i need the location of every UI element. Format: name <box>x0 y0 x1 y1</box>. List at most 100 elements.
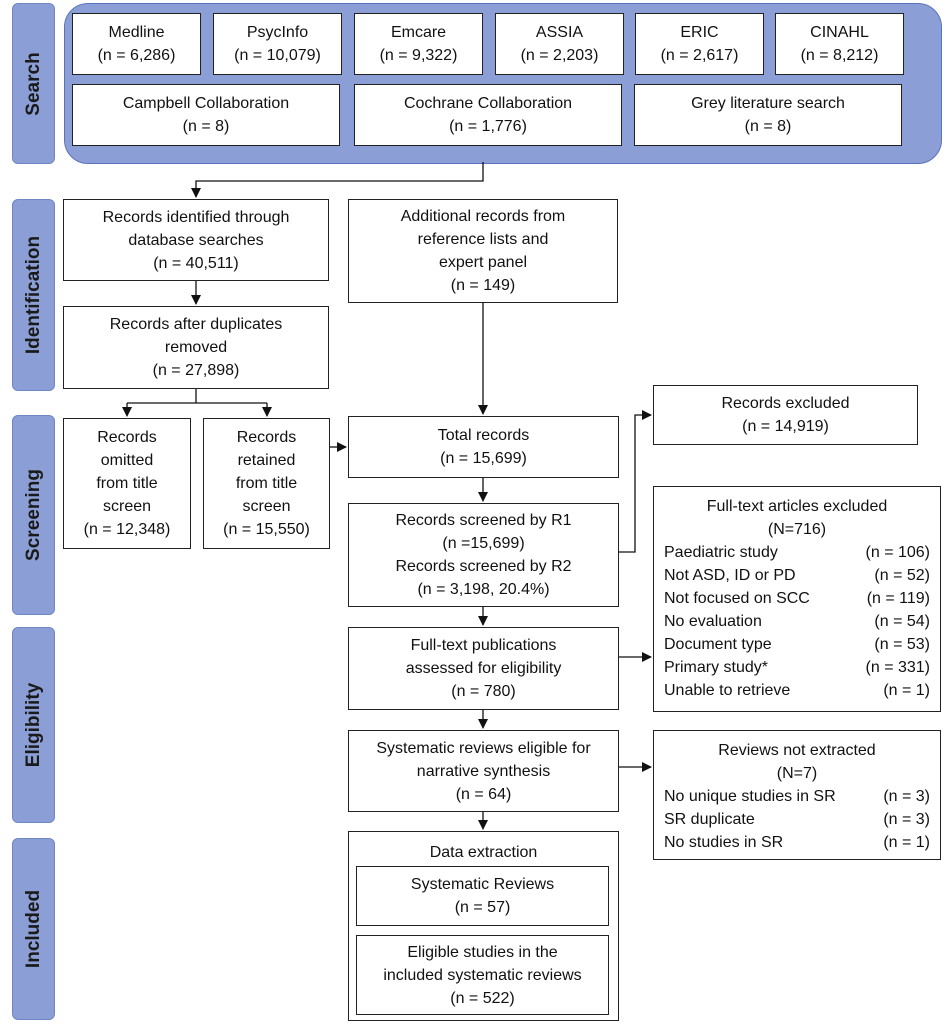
box-line: Records <box>97 429 157 446</box>
box-line: (n = 64) <box>455 785 512 803</box>
eligible-studies-box: Eligible studies in the included systema… <box>356 935 609 1015</box>
database-count: (n = 9,322) <box>379 47 458 64</box>
stage-label: Identification <box>22 235 44 355</box>
box-line: (n = 15,699) <box>440 450 527 467</box>
box-line: (n = 3,198, 20.4%) <box>417 581 550 598</box>
stage-tab-screening: Screening <box>12 415 55 615</box>
box-line: reference lists and <box>417 231 549 248</box>
box-line: Records excluded <box>721 395 850 412</box>
source-count: (n = 1,776) <box>449 118 527 135</box>
reason-count: (n = 53) <box>874 636 930 653</box>
database-box-medline: Medline (n = 6,286) <box>72 13 201 75</box>
source-box-cochrane: Cochrane Collaboration (n = 1,776) <box>354 84 622 146</box>
source-count: (n = 8) <box>744 118 792 135</box>
reason-label: Not focused on SCC <box>664 590 810 607</box>
database-name: PsycInfo <box>246 24 309 41</box>
database-box-psycinfo: PsycInfo (n = 10,079) <box>213 13 342 75</box>
source-name: Grey literature search <box>691 95 845 112</box>
box-line: from title <box>96 475 158 492</box>
box-line: from title <box>235 475 298 492</box>
stage-tab-included: Included <box>12 838 55 1020</box>
box-line: narrative synthesis <box>416 762 551 780</box>
reason-label: Paediatric study <box>664 544 778 561</box>
box-line: Eligible studies in the <box>407 943 558 961</box>
box-line: Records screened by R2 <box>395 558 572 575</box>
box-line: (n = 149) <box>450 277 516 294</box>
source-count: (n = 8) <box>182 118 230 135</box>
database-box-assia: ASSIA (n = 2,203) <box>495 13 624 75</box>
box-line: Full-text publications <box>410 637 557 654</box>
box-line: retained <box>237 452 296 469</box>
box-title: Full-text articles excluded <box>706 498 888 515</box>
reason-label: No studies in SR <box>664 834 784 851</box>
box-line: assessed for eligibility <box>405 660 562 677</box>
reason-count: (n = 3) <box>883 788 930 805</box>
records-screened-box: Records screened by R1 (n =15,699) Recor… <box>348 503 619 607</box>
box-line: (n = 12,348) <box>83 521 171 538</box>
exclusion-reason-row: No studies in SR (n = 1) <box>664 831 930 854</box>
deduplicated-to-split-arrow <box>127 389 267 404</box>
reason-label: No evaluation <box>664 613 762 630</box>
box-line: Additional records from <box>400 208 566 225</box>
stage-tab-identification: Identification <box>12 199 55 391</box>
exclusion-reason-row: SR duplicate (n = 3) <box>664 808 930 831</box>
prisma-flow-diagram: Search Identification Screening Eligibil… <box>8 0 942 1024</box>
stage-tab-eligibility: Eligibility <box>12 627 55 823</box>
total-records-box: Total records (n = 15,699) <box>348 416 619 478</box>
database-name: Emcare <box>390 24 447 41</box>
stage-label: Included <box>22 889 44 969</box>
source-box-campbell: Campbell Collaboration (n = 8) <box>72 84 340 146</box>
box-line: screen <box>242 498 291 515</box>
box-line: (n =15,699) <box>442 535 525 552</box>
records-retained-box: Records retained from title screen (n = … <box>203 418 330 549</box>
search-to-identified-arrow <box>191 162 484 198</box>
box-line: (n = 57) <box>454 899 511 916</box>
box-line: Systematic Reviews <box>410 876 555 893</box>
database-name: ASSIA <box>535 24 584 41</box>
reason-count: (n = 3) <box>883 811 930 828</box>
box-line: included systematic reviews <box>383 966 582 984</box>
eligible-reviews-box: Systematic reviews eligible for narrativ… <box>348 730 619 812</box>
reason-label: Not ASD, ID or PD <box>664 567 796 584</box>
stage-label: Screening <box>22 469 44 561</box>
box-line: Records after duplicates <box>109 316 283 333</box>
reason-count: (n = 106) <box>865 544 930 561</box>
database-box-cinahl: CINAHL (n = 8,212) <box>775 13 904 75</box>
box-title: Reviews not extracted <box>718 742 876 759</box>
reason-label: SR duplicate <box>664 811 755 828</box>
database-name: ERIC <box>680 24 719 41</box>
box-total: (N=7) <box>776 765 818 782</box>
exclusion-reason-row: No evaluation (n = 54) <box>664 610 930 633</box>
box-total: (N=716) <box>767 521 827 538</box>
reason-count: (n = 52) <box>874 567 930 584</box>
reason-label: No unique studies in SR <box>664 788 836 805</box>
box-line: omitted <box>100 452 154 469</box>
exclusion-reason-row: Paediatric study (n = 106) <box>664 541 930 564</box>
database-box-eric: ERIC (n = 2,617) <box>635 13 764 75</box>
box-title: Data extraction <box>429 844 538 861</box>
reason-count: (n = 1) <box>883 834 930 851</box>
reason-count: (n = 54) <box>874 613 930 630</box>
reason-label: Primary study* <box>664 659 769 676</box>
reason-count: (n = 119) <box>866 590 930 607</box>
source-name: Campbell Collaboration <box>122 95 290 112</box>
exclusion-reason-row: Unable to retrieve (n = 1) <box>664 679 930 702</box>
box-line: screen <box>102 498 152 515</box>
box-line: Records screened by R1 <box>395 512 572 529</box>
box-line: expert panel <box>438 254 528 271</box>
reason-label: Unable to retrieve <box>664 682 791 699</box>
database-count: (n = 10,079) <box>234 47 321 64</box>
fulltext-excluded-box: Full-text articles excluded (N=716) Paed… <box>653 486 941 712</box>
database-count: (n = 6,286) <box>97 47 176 64</box>
stage-label: Eligibility <box>22 682 44 768</box>
box-line: Records <box>236 429 297 446</box>
box-line: removed <box>164 339 228 356</box>
box-line: (n = 14,919) <box>742 418 829 435</box>
reviews-not-extracted-box: Reviews not extracted (N=7) No unique st… <box>653 730 941 860</box>
records-omitted-box: Records omitted from title screen (n = 1… <box>63 418 191 549</box>
exclusion-reason-row: Not ASD, ID or PD (n = 52) <box>664 564 930 587</box>
stage-label: Search <box>22 51 44 116</box>
reason-label: Document type <box>664 636 772 653</box>
box-line: (n = 522) <box>450 989 515 1007</box>
box-line: database searches <box>128 231 264 249</box>
